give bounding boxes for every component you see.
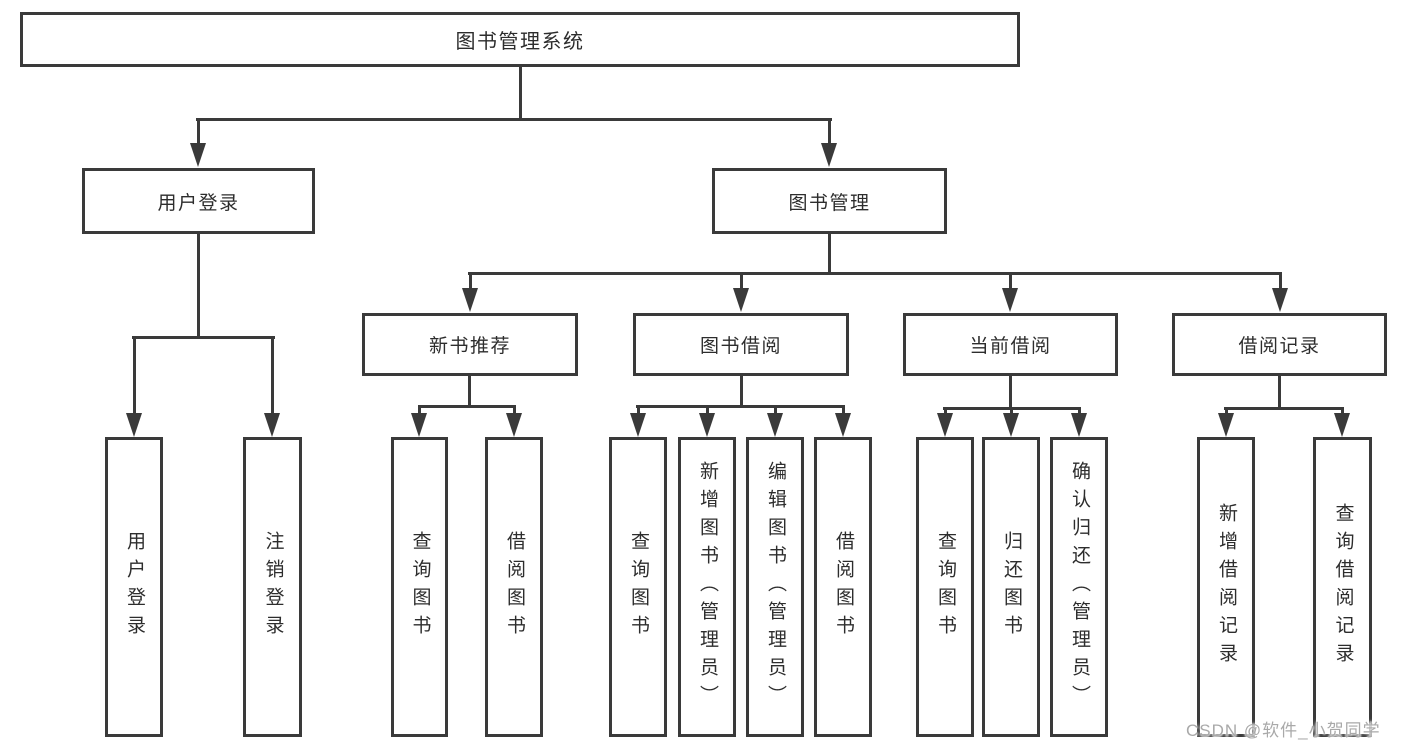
leaf-record-query: 查询借阅记录 [1313, 437, 1372, 737]
connector-line [774, 405, 777, 416]
connector-line [197, 118, 200, 146]
node-current-borrow-label: 当前借阅 [969, 336, 1052, 357]
node-book-management-label: 图书管理 [788, 192, 871, 214]
leaf-current-return-label: 归还图书 [1000, 531, 1022, 643]
leaf-borrow-borrow-book-label: 借阅图书 [832, 531, 854, 643]
connector-line [1010, 407, 1013, 416]
connector-line [468, 376, 471, 407]
node-book-borrow: 图书借阅 [633, 313, 849, 376]
arrowhead-down-icon [1272, 288, 1288, 312]
node-root-label: 图书管理系统 [455, 31, 585, 53]
connector-line [637, 405, 640, 416]
arrowhead-down-icon [630, 413, 646, 437]
connector-line [842, 405, 845, 416]
arrowhead-down-icon [835, 413, 851, 437]
connector-line [271, 336, 274, 416]
leaf-record-add: 新增借阅记录 [1197, 437, 1255, 737]
node-borrow-records-label: 借阅记录 [1238, 336, 1321, 357]
connector-line [1224, 407, 1344, 410]
leaf-borrow-add-book-label: 新增图书（管理员） [696, 461, 718, 713]
arrowhead-down-icon [1003, 413, 1019, 437]
leaf-borrow-query: 查询图书 [609, 437, 667, 737]
arrowhead-down-icon [767, 413, 783, 437]
arrowhead-down-icon [699, 413, 715, 437]
connector-line [197, 233, 200, 339]
connector-line [740, 376, 743, 407]
leaf-current-query: 查询图书 [916, 437, 974, 737]
connector-line [828, 234, 831, 274]
arrowhead-down-icon [411, 413, 427, 437]
csdn-watermark: CSDN @软件_小贺同学 [1186, 721, 1381, 740]
arrowhead-down-icon [937, 413, 953, 437]
connector-line [1279, 272, 1282, 290]
node-user-login-label: 用户登录 [157, 192, 240, 214]
node-book-borrow-label: 图书借阅 [699, 336, 782, 357]
leaf-newbook-query: 查询图书 [391, 437, 448, 737]
connector-line [636, 405, 845, 408]
arrowhead-down-icon [126, 413, 142, 437]
connector-line [418, 405, 421, 416]
leaf-newbook-borrow: 借阅图书 [485, 437, 543, 737]
leaf-current-query-label: 查询图书 [934, 531, 956, 643]
connector-line [468, 272, 1282, 275]
node-book-management: 图书管理 [712, 168, 947, 234]
node-new-book-recommend-label: 新书推荐 [428, 336, 511, 357]
connector-line [1341, 407, 1344, 416]
leaf-borrow-edit-book-label: 编辑图书（管理员） [764, 461, 786, 713]
connector-line [519, 66, 522, 118]
connector-line [706, 405, 709, 416]
arrowhead-down-icon [1071, 413, 1087, 437]
arrowhead-down-icon [190, 143, 206, 167]
connector-line [513, 405, 516, 416]
leaf-borrow-borrow-book: 借阅图书 [814, 437, 872, 737]
connector-line [418, 405, 516, 408]
connector-line [740, 272, 743, 290]
connector-line [133, 336, 136, 416]
arrowhead-down-icon [506, 413, 522, 437]
connector-line [196, 118, 832, 121]
node-user-login: 用户登录 [82, 168, 315, 234]
connector-line [828, 118, 831, 146]
node-root: 图书管理系统 [20, 12, 1020, 67]
leaf-current-confirm-return-label: 确认归还（管理员） [1068, 461, 1090, 713]
arrowhead-down-icon [264, 413, 280, 437]
node-borrow-records: 借阅记录 [1172, 313, 1387, 376]
connector-line [1078, 407, 1081, 416]
connector-line [1225, 407, 1228, 416]
connector-line [1278, 376, 1281, 409]
leaf-borrow-add-book: 新增图书（管理员） [678, 437, 736, 737]
leaf-logout-label: 注销登录 [262, 531, 284, 643]
leaf-user-login: 用户登录 [105, 437, 163, 737]
node-new-book-recommend: 新书推荐 [362, 313, 578, 376]
connector-line [132, 336, 275, 339]
leaf-record-add-label: 新增借阅记录 [1215, 503, 1237, 671]
leaf-borrow-edit-book: 编辑图书（管理员） [746, 437, 804, 737]
leaf-logout: 注销登录 [243, 437, 302, 737]
leaf-current-confirm-return: 确认归还（管理员） [1050, 437, 1108, 737]
arrowhead-down-icon [733, 288, 749, 312]
connector-line [1009, 376, 1012, 409]
leaf-current-return: 归还图书 [982, 437, 1040, 737]
connector-line [1009, 272, 1012, 290]
arrowhead-down-icon [462, 288, 478, 312]
arrowhead-down-icon [1334, 413, 1350, 437]
leaf-newbook-query-label: 查询图书 [409, 531, 431, 643]
arrowhead-down-icon [1002, 288, 1018, 312]
connector-line [469, 272, 472, 290]
leaf-record-query-label: 查询借阅记录 [1332, 503, 1354, 671]
arrowhead-down-icon [821, 143, 837, 167]
arrowhead-down-icon [1218, 413, 1234, 437]
node-current-borrow: 当前借阅 [903, 313, 1118, 376]
connector-line [944, 407, 947, 416]
leaf-borrow-query-label: 查询图书 [627, 531, 649, 643]
leaf-user-login-label: 用户登录 [123, 531, 145, 643]
leaf-newbook-borrow-label: 借阅图书 [503, 531, 525, 643]
